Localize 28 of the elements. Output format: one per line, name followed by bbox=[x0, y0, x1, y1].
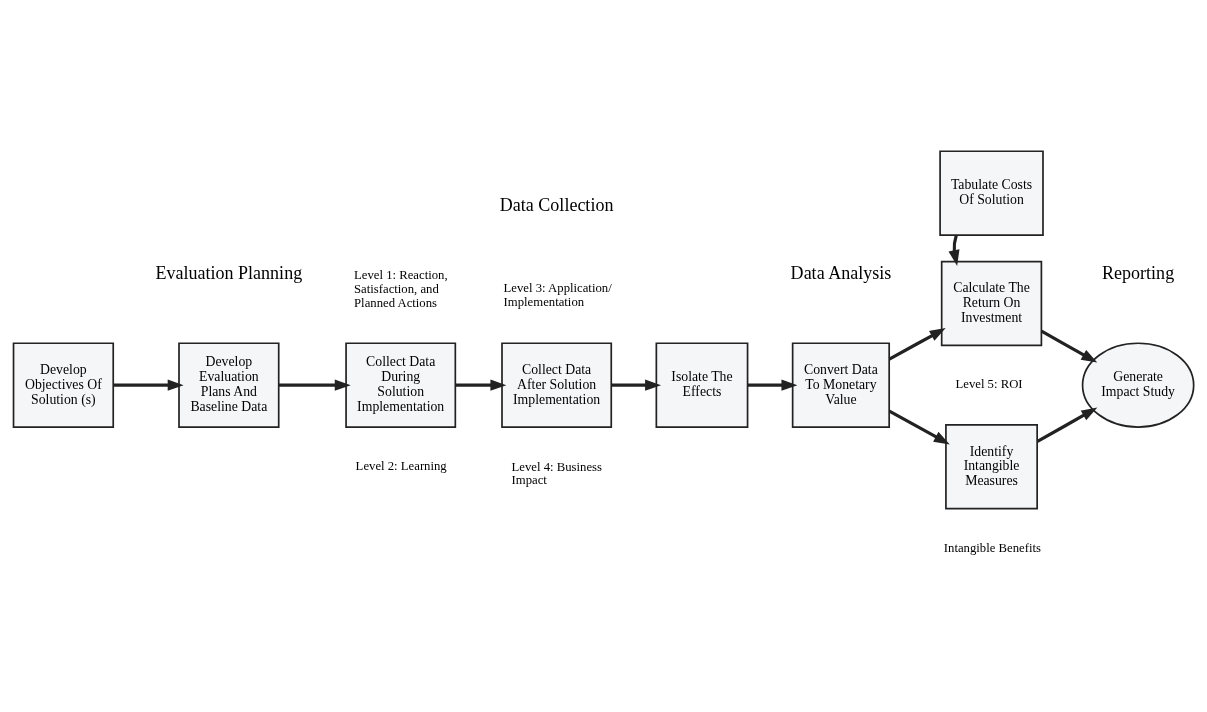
node-box: Calculate The Return On Investment bbox=[940, 260, 1043, 346]
node-label: Level 1: Reaction, Satisfaction, and Planned Actions bbox=[354, 267, 448, 310]
arrow bbox=[747, 379, 798, 391]
node-box: Collect Data After Solution Implementation bbox=[501, 341, 613, 428]
arrow bbox=[455, 379, 507, 391]
node-label: Intangible Benefits bbox=[943, 540, 1041, 555]
node-label: Level 4: Business Impact bbox=[511, 459, 602, 487]
arrow bbox=[1036, 407, 1098, 443]
node-box: Tabulate Costs Of Solution bbox=[939, 149, 1044, 236]
arrow bbox=[1040, 329, 1098, 363]
node-label: Level 3: Application/ Implementation bbox=[503, 280, 612, 309]
label: Evaluation Planning bbox=[155, 262, 303, 283]
node-box: Develop Objectives Of Solution (s) bbox=[12, 341, 115, 428]
arrow bbox=[611, 379, 662, 391]
label: Data Analysis bbox=[790, 262, 892, 283]
node-box: Isolate The Effects bbox=[655, 341, 749, 428]
arrow bbox=[888, 409, 950, 444]
node-box: Identify Intangible Measures bbox=[945, 423, 1038, 510]
node-box: Collect Data During Solution Implementation bbox=[345, 341, 457, 428]
label: Reporting bbox=[1102, 262, 1175, 283]
arrow bbox=[113, 379, 184, 391]
node-box: Develop Evaluation Plans And Baseline Data bbox=[178, 341, 280, 428]
node-box: Convert Data To Monetary Value bbox=[791, 341, 891, 428]
node-label: Level 2: Learning bbox=[355, 458, 447, 473]
node-label: Level 5: ROI bbox=[955, 376, 1023, 391]
arrow bbox=[888, 327, 946, 360]
label: Data Collection bbox=[499, 194, 614, 215]
arrow bbox=[279, 379, 351, 391]
